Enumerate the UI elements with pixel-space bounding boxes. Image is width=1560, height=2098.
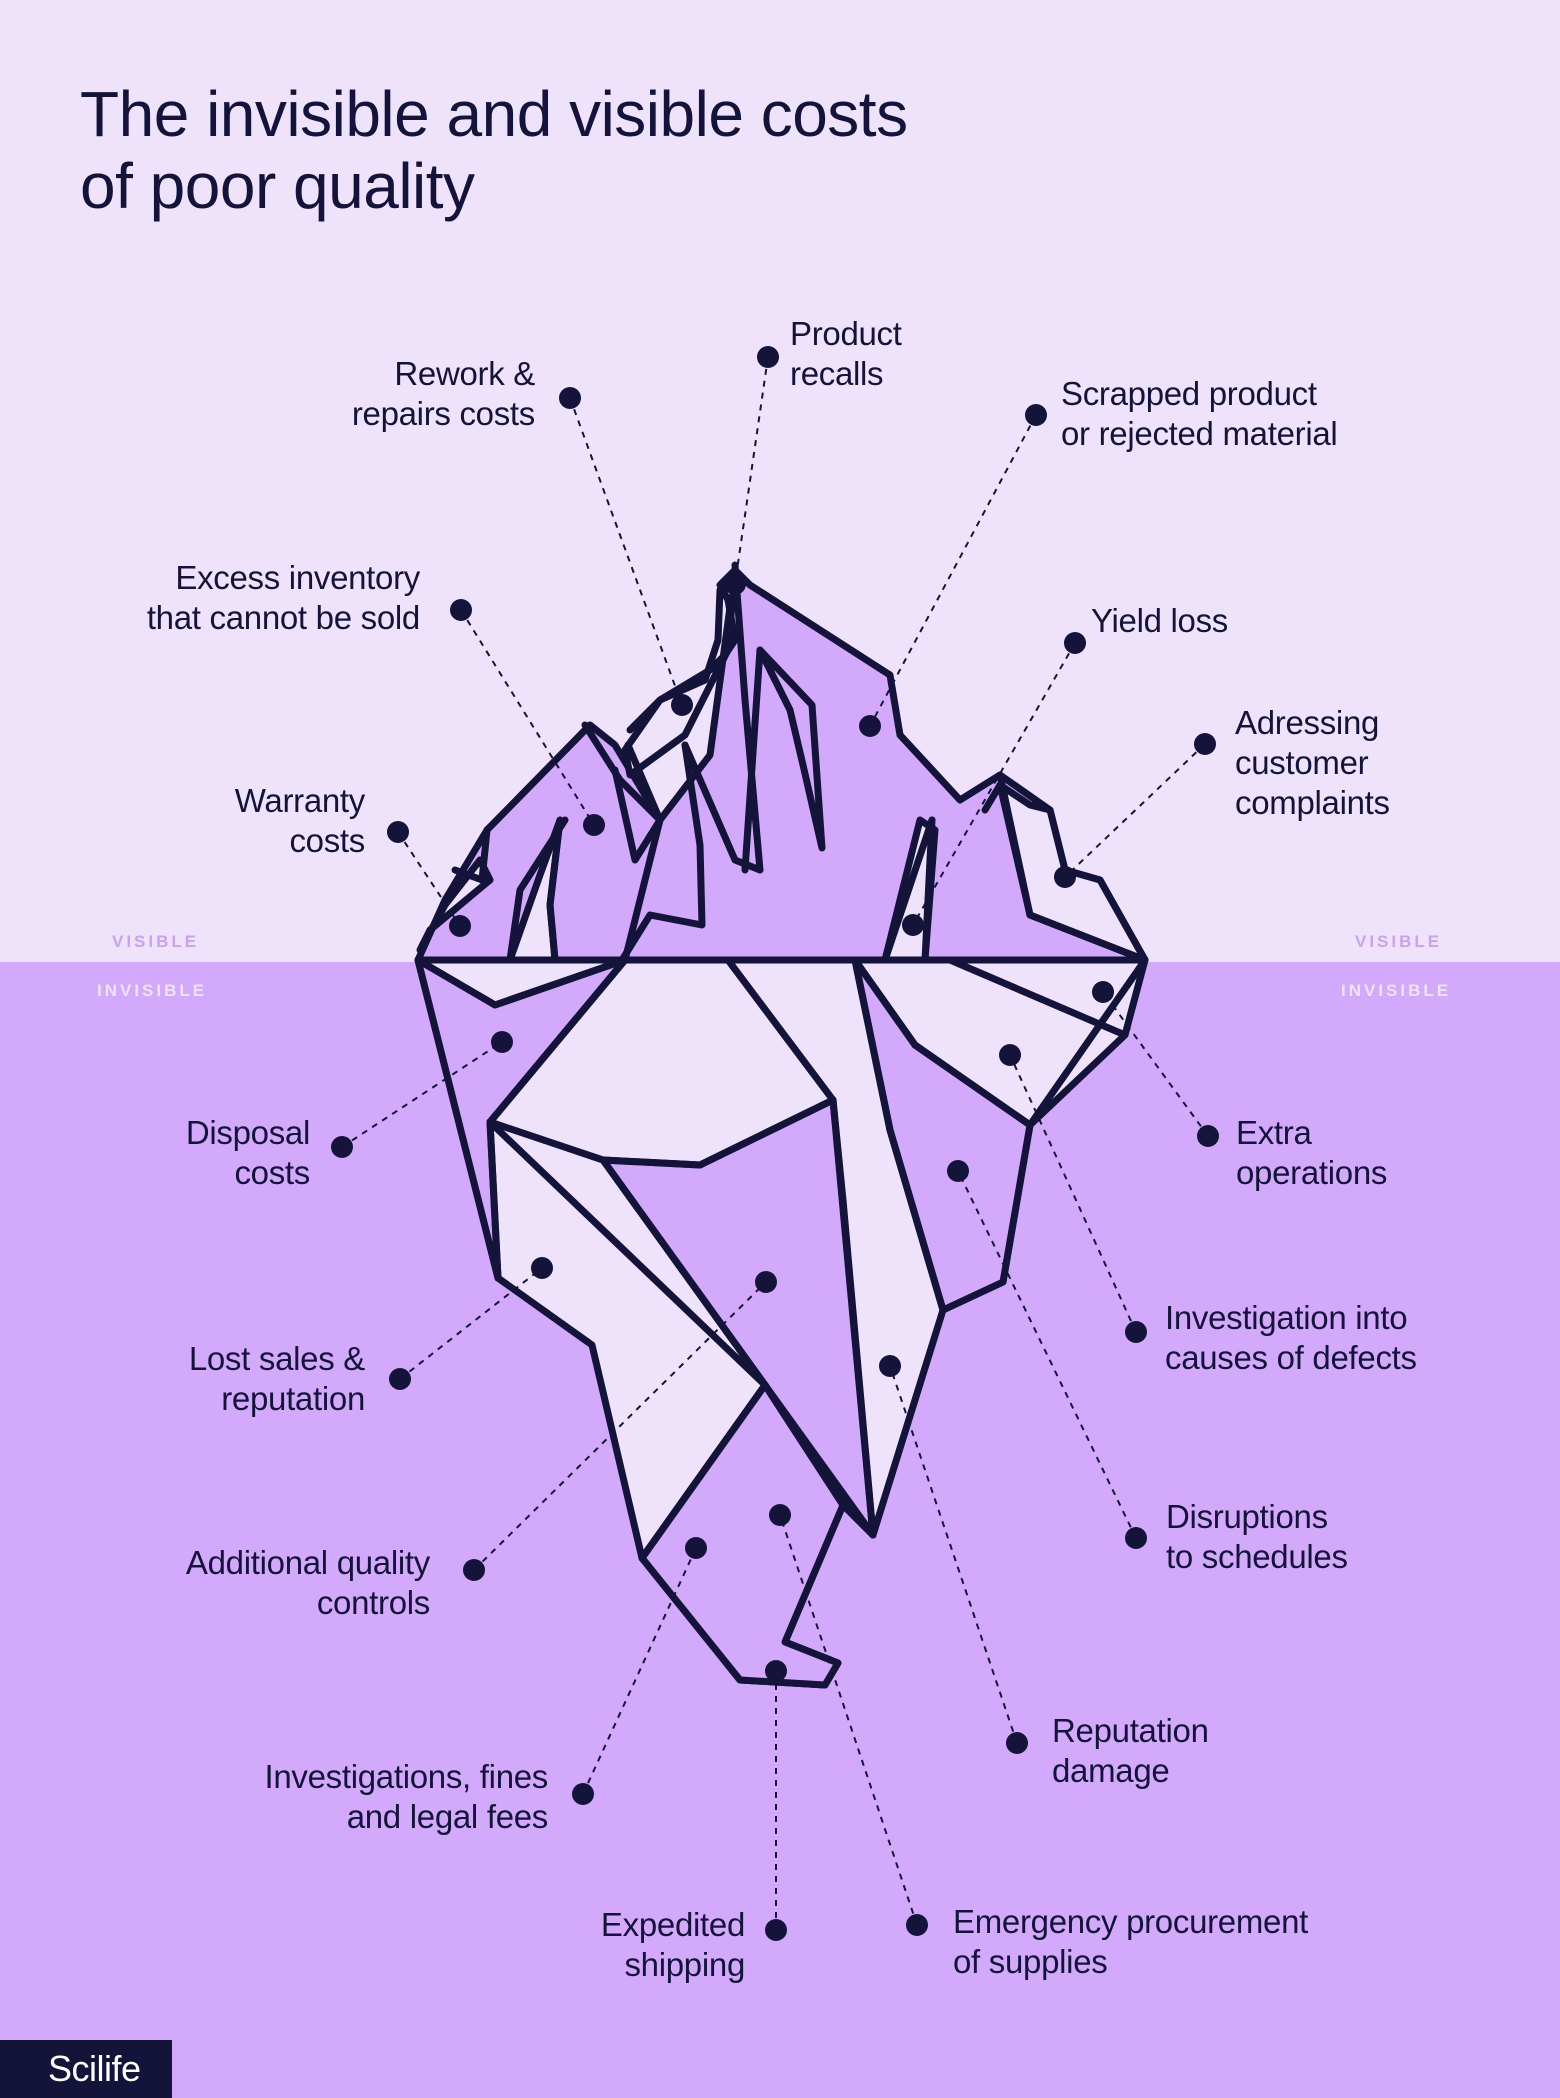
marker-dot	[1194, 733, 1216, 755]
marker-dot	[531, 1257, 553, 1279]
marker-dot	[902, 914, 924, 936]
marker-dot	[1197, 1125, 1219, 1147]
marker-dot	[947, 1160, 969, 1182]
label-expedited-shipping: Expedited shipping	[600, 1906, 745, 1983]
label-yield-loss: Yield loss	[1091, 602, 1229, 639]
marker-dot	[449, 915, 471, 937]
marker-dot	[1054, 866, 1076, 888]
label-additional-quality-controls: Additional quality controls	[185, 1544, 430, 1621]
label-reputation-damage: Reputation damage	[1052, 1712, 1209, 1789]
label-rework-repairs: Rework & repairs costs	[351, 355, 535, 432]
marker-dot	[450, 599, 472, 621]
label-product-recalls: Product recalls	[790, 315, 902, 392]
label-investigation-defects: Investigation into causes of defects	[1165, 1299, 1417, 1376]
marker-dot	[491, 1031, 513, 1053]
brand-logo: Scilife	[0, 2040, 172, 2098]
marker-dot	[906, 1914, 928, 1936]
marker-dot	[999, 1044, 1021, 1066]
visible-label-left: VISIBLE	[112, 932, 200, 951]
marker-dot	[671, 694, 693, 716]
iceberg-shape	[414, 561, 1149, 1689]
label-warranty-costs: Warranty costs	[234, 782, 366, 859]
label-disruptions-schedules: Disruptions to schedules	[1166, 1498, 1348, 1575]
marker-dot	[859, 715, 881, 737]
marker-dot	[1025, 404, 1047, 426]
label-customer-complaints: Adressing customer complaints	[1235, 704, 1390, 821]
marker-dot	[769, 1504, 791, 1526]
invisible-label-right: INVISIBLE	[1341, 981, 1452, 1000]
marker-dot	[765, 1660, 787, 1682]
marker-dot	[685, 1537, 707, 1559]
marker-dot	[879, 1355, 901, 1377]
marker-dot	[757, 346, 779, 368]
marker-dot	[331, 1136, 353, 1158]
marker-dot	[1064, 632, 1086, 654]
page-title: The invisible and visible costs of poor …	[80, 78, 908, 222]
marker-dot	[389, 1368, 411, 1390]
marker-dot	[387, 821, 409, 843]
label-emergency-procurement: Emergency procurement of supplies	[953, 1903, 1309, 1980]
marker-dot	[1006, 1732, 1028, 1754]
label-scrapped-product: Scrapped product or rejected material	[1061, 375, 1338, 452]
marker-dot	[755, 1271, 777, 1293]
marker-dot	[463, 1559, 485, 1581]
label-disposal-costs: Disposal costs	[185, 1114, 310, 1191]
marker-dot	[572, 1783, 594, 1805]
label-fines-legal-fees: Investigations, fines and legal fees	[264, 1758, 548, 1835]
label-excess-inventory: Excess inventory that cannot be sold	[146, 559, 420, 636]
leader-lines	[341, 356, 1209, 1930]
marker-dot	[583, 814, 605, 836]
label-lost-sales: Lost sales & reputation	[188, 1340, 365, 1417]
visible-label-right: VISIBLE	[1355, 932, 1443, 951]
marker-dot	[1092, 981, 1114, 1003]
label-extra-operations: Extra operations	[1236, 1114, 1388, 1191]
marker-dot	[559, 387, 581, 409]
marker-dot	[765, 1919, 787, 1941]
marker-dot	[1125, 1527, 1147, 1549]
marker-dot	[724, 573, 746, 595]
invisible-label-left: INVISIBLE	[97, 981, 208, 1000]
marker-dot	[1125, 1321, 1147, 1343]
ice-facet	[621, 566, 739, 779]
marker-dots	[331, 346, 1219, 1941]
